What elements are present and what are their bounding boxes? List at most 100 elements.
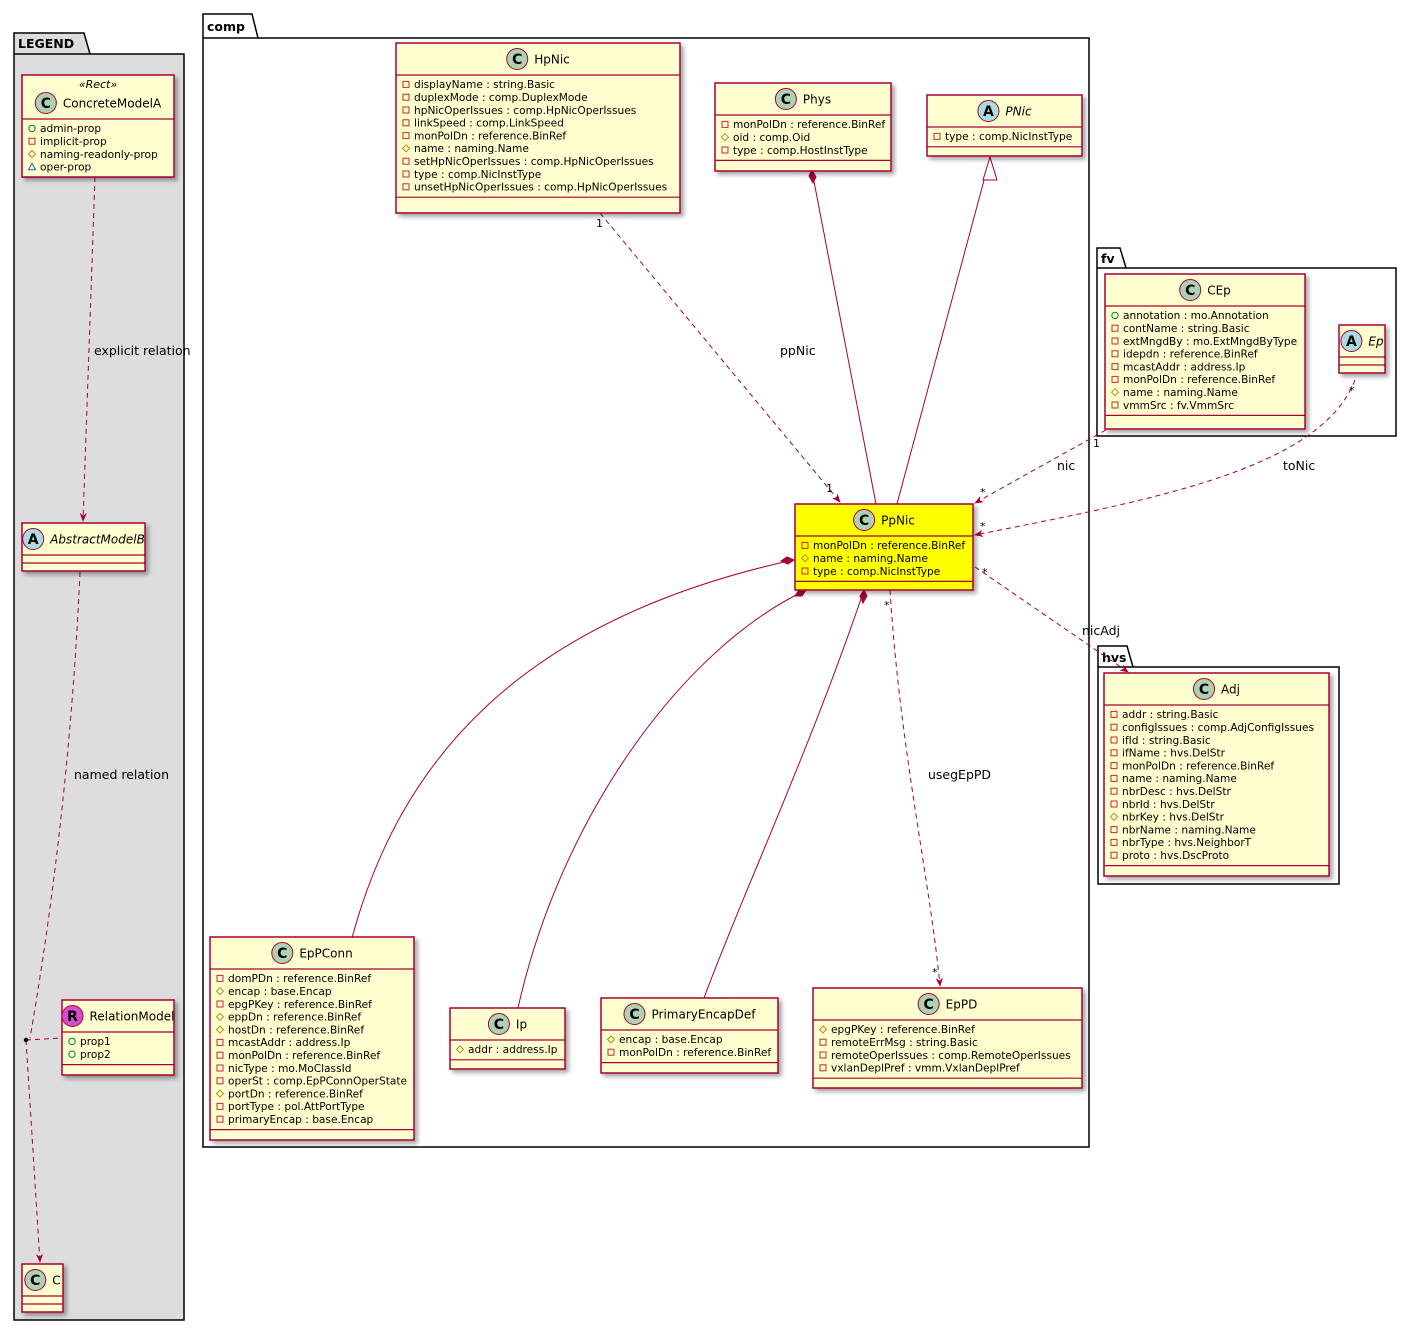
edge-cep-ppnic (974, 429, 1107, 504)
class-name: Ep (1368, 335, 1384, 349)
package-legend-title: LEGEND (18, 36, 74, 51)
generalization-arrow (982, 155, 998, 181)
class-name: ConcreteModelA (63, 97, 162, 111)
class-attribute: name : naming.Name (414, 143, 529, 155)
edge-ppnic-adj (974, 566, 1129, 673)
class-attribute: oid : comp.Oid (733, 132, 810, 144)
class-name: EpPConn (299, 947, 352, 961)
class-attribute: contName : string.Basic (1123, 323, 1250, 335)
visibility-protected-icon (1110, 387, 1120, 397)
visibility-private-icon (819, 1064, 827, 1072)
class-icon (917, 993, 940, 1015)
visibility-protected-icon (27, 149, 37, 159)
class-attribute: primaryEncap : base.Encap (228, 1114, 374, 1126)
class-attribute: encap : base.Encap (619, 1034, 723, 1046)
label-ppnic: ppNic (780, 343, 816, 358)
class-kind-letter: A (28, 532, 39, 548)
class-attribute: addr : address.Ip (468, 1044, 558, 1056)
visibility-private-icon (402, 93, 410, 101)
visibility-private-icon (1110, 787, 1118, 795)
visibility-private-icon (1110, 710, 1118, 718)
class-icon (1193, 678, 1216, 700)
composition-diamond-phys (808, 168, 817, 185)
package-comp: comp (202, 13, 1090, 1148)
class-kind-letter: C (1185, 283, 1195, 299)
class-attribute: eppDn : reference.BinRef (228, 1012, 361, 1024)
visibility-private-icon (1111, 375, 1119, 383)
package-fv-title: fv (1101, 251, 1115, 266)
visibility-public-icon (68, 1050, 76, 1058)
label-usegeppd: usegEpPD (928, 767, 991, 782)
class-attribute: portType : pol.AttPortType (228, 1101, 365, 1113)
label-named-relation: named relation (74, 767, 169, 782)
visibility-protected-icon (401, 144, 411, 153)
visibility-private-icon (1110, 736, 1118, 744)
class-box (21, 74, 175, 178)
visibility-private-icon (1110, 774, 1118, 782)
visibility-private-icon (1111, 337, 1119, 345)
class-kind-letter: C (629, 1007, 639, 1023)
class-kind-letter: C (781, 92, 791, 108)
mult-eppd-dst: * (932, 966, 938, 979)
class-attribute: monPolDn : reference.BinRef (619, 1047, 771, 1059)
class-attribute: nbrId : hvs.DelStr (1122, 799, 1215, 811)
class-kind-letter: C (494, 1017, 504, 1033)
mult-cep-src: 1 (1093, 437, 1100, 450)
class-kind-letter: C (1199, 682, 1209, 698)
class-kind-letter: C (859, 513, 869, 529)
visibility-private-icon (216, 1115, 224, 1123)
abstract-class-icon (22, 528, 45, 550)
visibility-private-icon (1110, 723, 1118, 731)
class-attribute: implicit-prop (40, 136, 107, 148)
class-attribute: prop1 (80, 1036, 111, 1048)
visibility-protected-icon (215, 1089, 225, 1098)
visibility-private-icon (402, 119, 410, 127)
class-legend-c[interactable]: CC (21, 1263, 64, 1313)
class-attribute: displayName : string.Basic (414, 79, 555, 91)
class-attribute: oper-prop (40, 162, 92, 174)
class-attribute: monPolDn : reference.BinRef (1122, 760, 1274, 772)
class-box (209, 936, 415, 1141)
visibility-private-icon (721, 120, 729, 128)
label-tonic: toNic (1283, 458, 1315, 473)
visibility-private-icon (1110, 826, 1118, 834)
visibility-public-icon (68, 1037, 76, 1046)
class-name: Adj (1221, 683, 1240, 697)
class-attribute: admin-prop (40, 123, 101, 135)
class-attribute: monPolDn : reference.BinRef (414, 130, 566, 142)
class-attribute: ifId : string.Basic (1122, 735, 1211, 747)
visibility-private-icon (402, 106, 410, 114)
visibility-private-icon (402, 183, 410, 191)
class-kind-letter: C (277, 946, 287, 962)
abstract-class-icon (977, 100, 1000, 122)
class-ep[interactable]: EpA (1338, 324, 1386, 374)
class-attribute: remoteErrMsg : string.Basic (831, 1037, 978, 1049)
class-concrete-model-a[interactable]: «Rect»ConcreteModelACadmin-propimplicit-… (21, 74, 175, 178)
class-icon (1179, 279, 1202, 301)
visibility-protected-icon (606, 1035, 616, 1044)
class-attribute: encap : base.Encap (228, 986, 332, 998)
class-attribute: naming-readonly-prop (40, 149, 158, 161)
visibility-private-icon (1111, 350, 1119, 358)
class-attribute: remoteOperIssues : comp.RemoteOperIssues (831, 1050, 1071, 1062)
visibility-public-icon (28, 124, 36, 133)
class-attribute: monPolDn : reference.BinRef (813, 540, 965, 552)
mult-ep-src: * (1349, 384, 1355, 397)
visibility-private-icon (216, 1038, 224, 1046)
class-icon (487, 1013, 510, 1035)
class-stereotype: «Rect» (79, 78, 118, 91)
class-attribute: vmmSrc : fv.VmmSrc (1123, 400, 1234, 412)
class-icon (853, 509, 876, 531)
